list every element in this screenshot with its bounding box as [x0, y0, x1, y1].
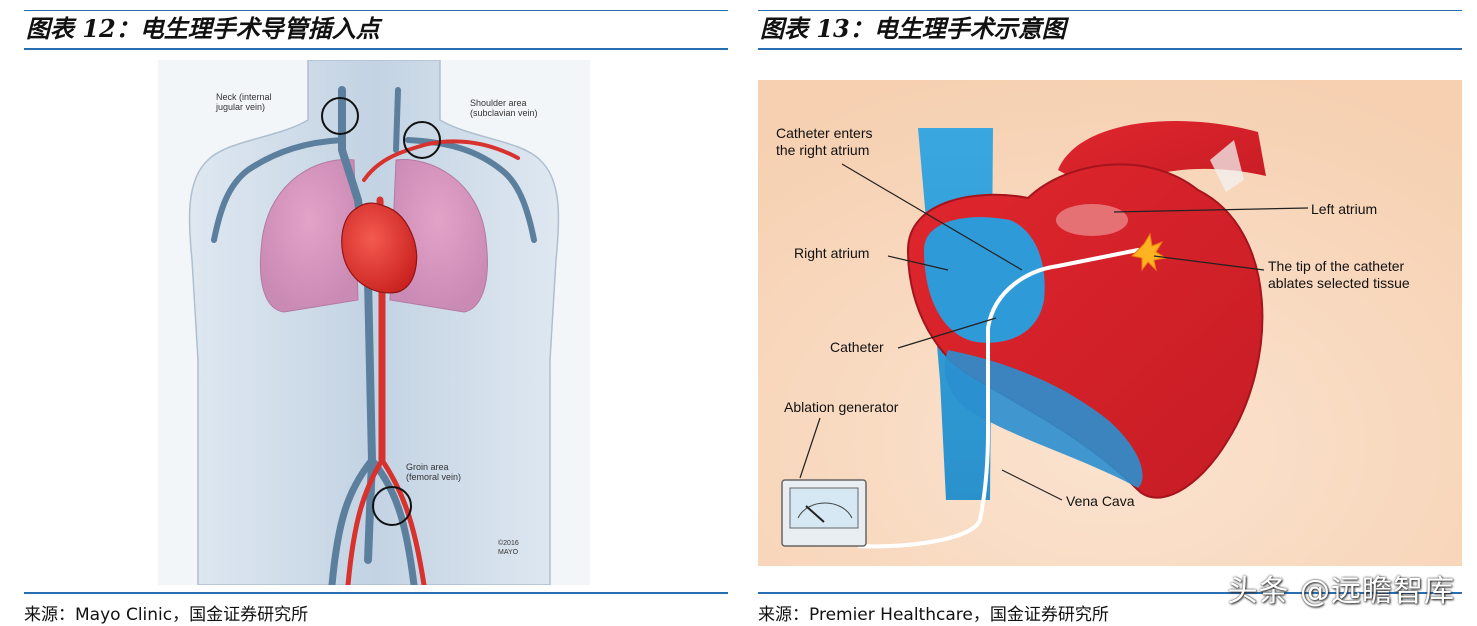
heart: [341, 202, 418, 294]
shoulder-label: Shoulder area(subclavian vein): [470, 98, 538, 118]
catheter-label: Catheter: [830, 339, 884, 355]
catheter: [986, 248, 1140, 434]
ablation-spark: [1130, 232, 1168, 272]
shoulder-insertion-circle: [403, 121, 441, 159]
groin-label: Groin area(femoral vein): [406, 462, 461, 482]
left-atrium-label: Left atrium: [1311, 201, 1377, 217]
right-atrium-label: Right atrium: [794, 245, 869, 261]
vena-cava-label: Vena Cava: [1066, 493, 1135, 509]
figure-13-source: 来源：Premier Healthcare，国金证券研究所: [758, 592, 1462, 625]
figure-13-panel: 图表 13：电生理手术示意图: [758, 0, 1462, 626]
figure-13-title: 图表 13：电生理手术示意图: [758, 10, 1462, 50]
groin-insertion-circle: [372, 486, 412, 526]
left-lung: [259, 159, 359, 313]
right-atrium-chamber: [924, 217, 1045, 343]
right-ventricle: [944, 350, 1143, 488]
figure-12-title: 图表 12：电生理手术导管插入点: [24, 10, 728, 50]
ablation-generator-device: [781, 479, 867, 547]
figure-12-panel: 图表 12：电生理手术导管插入点: [24, 0, 728, 626]
left-atrium-highlight: [1056, 204, 1128, 236]
label-leader-lines: [799, 163, 1309, 501]
watermark-text: 头条 @远瞻智库: [1227, 574, 1455, 609]
figure-12-source: 来源：Mayo Clinic，国金证券研究所: [24, 592, 728, 625]
ablation-generator-label: Ablation generator: [784, 399, 899, 415]
neck-insertion-circle: [321, 97, 359, 135]
